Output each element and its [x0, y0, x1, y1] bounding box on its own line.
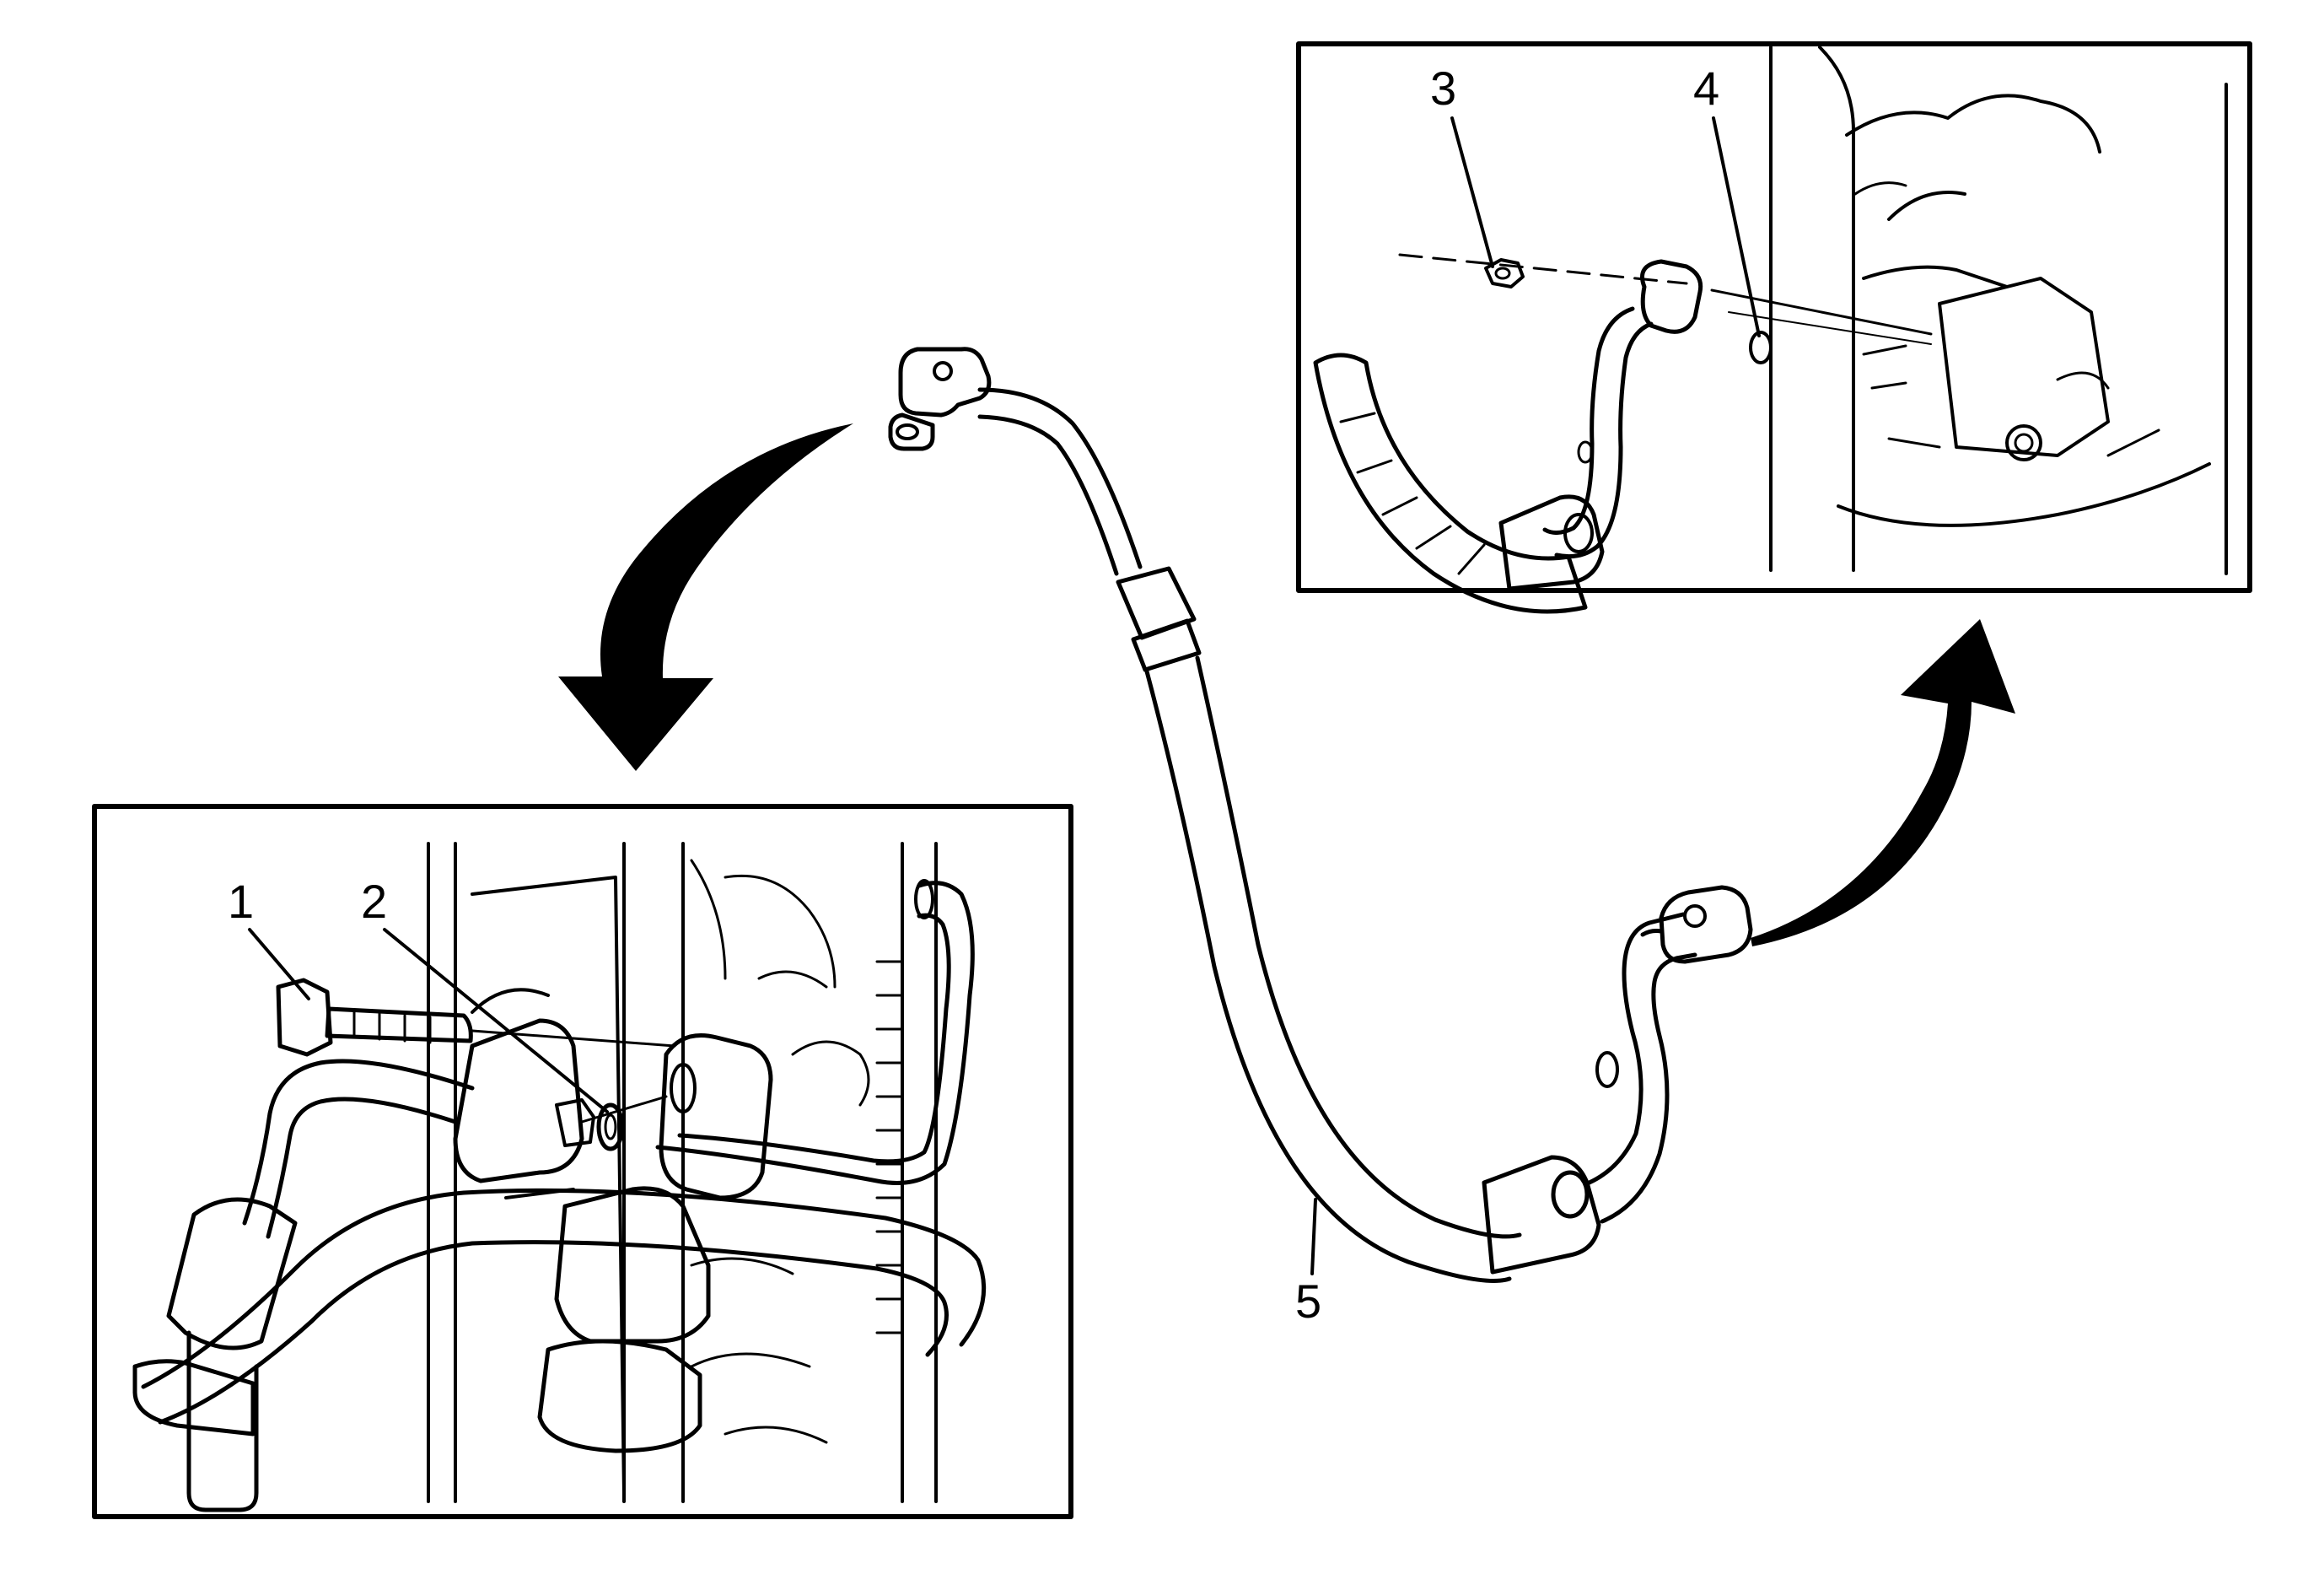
detail-box-compressor: 3 4 [1296, 41, 2252, 614]
leader-4 [1712, 116, 1761, 337]
nut-item-3 [1484, 258, 1525, 288]
leader-5 [1310, 1198, 1317, 1275]
leader-2 [383, 928, 609, 1113]
ac-hose-assembly [888, 347, 1753, 1283]
detail-box-condenser: 1 2 [92, 804, 1073, 1519]
upper-fitting [888, 347, 992, 451]
lower-fitting [1640, 885, 1753, 964]
seal-washer-item-4 [1749, 331, 1773, 364]
hose-sleeve-lower [1482, 1155, 1601, 1275]
arrow-to-left-detail [558, 423, 853, 771]
callout-4: 4 [1693, 62, 1719, 115]
hose-sleeve-upper [1116, 566, 1202, 672]
leader-3 [1450, 116, 1494, 268]
callout-5: 5 [1295, 1275, 1321, 1328]
bolt-item-1 [276, 978, 473, 1057]
arrow-to-right-detail [1751, 619, 2015, 946]
callout-1: 1 [228, 875, 254, 928]
callout-2: 2 [361, 875, 387, 928]
leader-1 [248, 928, 310, 1000]
callout-3: 3 [1430, 62, 1456, 115]
o-ring-item-2 [596, 1102, 625, 1151]
